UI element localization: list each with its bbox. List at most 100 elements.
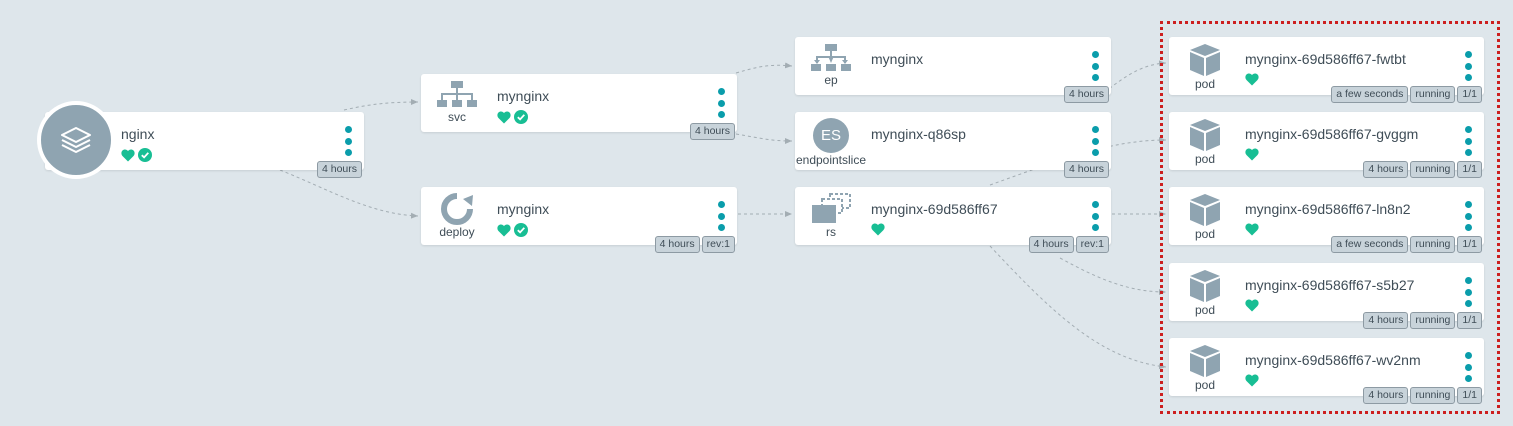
pod-node-fwtbt[interactable]: pod mynginx-69d586ff67-fwtbt a few secon… [1169, 37, 1484, 103]
synced-check-icon [514, 223, 528, 242]
node-menu-button[interactable] [1464, 201, 1472, 231]
application-layers-icon [37, 101, 115, 179]
deploy-node-mynginx[interactable]: deploy mynginx 4 hours rev:1 [421, 187, 737, 253]
pod-node-gvggm[interactable]: pod mynginx-69d586ff67-gvggm 4 hours run… [1169, 112, 1484, 178]
pod-cube-icon [1188, 43, 1222, 77]
node-kind: pod [1194, 77, 1216, 91]
age-tag: a few seconds [1331, 86, 1409, 103]
node-kind: pod [1194, 227, 1216, 241]
endpointslice-node-mynginx-q86sp[interactable]: ES endpointslice mynginx-q86sp 4 hours [795, 112, 1111, 178]
node-menu-button[interactable] [1464, 277, 1472, 307]
endpoint-hierarchy-icon [811, 43, 851, 73]
node-menu-button[interactable] [1464, 51, 1472, 81]
age-tag: a few seconds [1331, 236, 1409, 253]
node-icon: ES endpointslice [796, 118, 866, 166]
node-icon: pod [1177, 43, 1233, 91]
app-node-nginx[interactable]: nginx 4 hours [37, 101, 364, 179]
endpointslice-es-icon: ES [813, 118, 849, 153]
pod-node-ln8n2[interactable]: pod mynginx-69d586ff67-ln8n2 a few secon… [1169, 187, 1484, 253]
node-menu-button[interactable] [1091, 51, 1099, 81]
node-tags: 4 hours [689, 123, 735, 140]
revision-tag: rev:1 [1075, 236, 1109, 253]
node-tags: 4 hours rev:1 [1028, 236, 1109, 253]
pod-cube-icon [1188, 118, 1222, 152]
status-tag: running [1410, 161, 1456, 178]
replicaset-stack-icon [810, 193, 852, 225]
ready-tag: 1/1 [1457, 161, 1482, 178]
node-menu-button[interactable] [717, 88, 725, 118]
age-tag: 4 hours [316, 161, 362, 178]
node-name: mynginx [497, 201, 550, 217]
node-icon: ep [803, 43, 859, 91]
age-tag: 4 hours [1363, 312, 1409, 329]
healthy-heart-icon [1245, 374, 1259, 392]
edge-rs-pod4 [1059, 257, 1167, 295]
node-health [497, 223, 528, 242]
edge-app-svc [343, 99, 419, 111]
node-icon: pod [1177, 193, 1233, 241]
edge-svc-endpointslice [735, 133, 793, 144]
node-tags: 4 hours [316, 161, 362, 178]
status-tag: running [1410, 312, 1456, 329]
node-kind: ep [824, 73, 838, 87]
edge-rs-pod5 [989, 245, 1167, 370]
healthy-heart-icon [497, 223, 511, 242]
edge-svc-ep [735, 62, 793, 74]
node-menu-button[interactable] [1091, 201, 1099, 231]
node-tags: a few seconds running 1/1 [1331, 86, 1482, 103]
node-icon: svc [429, 80, 485, 128]
node-health [1245, 299, 1259, 317]
healthy-heart-icon [497, 110, 511, 129]
node-menu-button[interactable] [717, 201, 725, 231]
revision-tag: rev:1 [701, 236, 735, 253]
node-tags: 4 hours [1063, 161, 1109, 178]
node-icon: deploy [429, 193, 485, 241]
pod-node-wv2nm[interactable]: pod mynginx-69d586ff67-wv2nm 4 hours run… [1169, 338, 1484, 404]
node-health [497, 110, 528, 129]
node-icon: pod [1177, 269, 1233, 317]
healthy-heart-icon [121, 148, 135, 167]
svc-node-mynginx[interactable]: svc mynginx 4 hours [421, 74, 737, 140]
deploy-sync-icon [439, 193, 475, 225]
healthy-heart-icon [1245, 299, 1259, 317]
node-tags: 4 hours running 1/1 [1363, 312, 1482, 329]
node-icon: pod [1177, 344, 1233, 392]
node-tags: 4 hours running 1/1 [1363, 387, 1482, 404]
age-tag: 4 hours [1063, 161, 1109, 178]
node-name: mynginx-69d586ff67-gvggm [1245, 126, 1419, 142]
status-tag: running [1410, 387, 1456, 404]
node-kind: pod [1194, 152, 1216, 166]
node-name: mynginx-69d586ff67-ln8n2 [1245, 201, 1411, 217]
status-tag: running [1410, 86, 1456, 103]
status-tag: running [1410, 236, 1456, 253]
healthy-heart-icon [871, 223, 885, 241]
app-node-health [121, 148, 152, 167]
node-menu-button[interactable] [1464, 352, 1472, 382]
node-name: mynginx-q86sp [871, 126, 966, 142]
node-health [1245, 374, 1259, 392]
pod-node-s5b27[interactable]: pod mynginx-69d586ff67-s5b27 4 hours run… [1169, 263, 1484, 329]
node-kind: svc [448, 110, 466, 124]
age-tag: 4 hours [1363, 161, 1409, 178]
node-health [1245, 148, 1259, 166]
node-kind: rs [826, 225, 836, 239]
age-tag: 4 hours [1028, 236, 1074, 253]
age-tag: 4 hours [1063, 86, 1109, 103]
node-tags: 4 hours running 1/1 [1363, 161, 1482, 178]
node-menu-button[interactable] [1464, 126, 1472, 156]
pods-highlight-box [1160, 21, 1500, 414]
ready-tag: 1/1 [1457, 86, 1482, 103]
node-icon: pod [1177, 118, 1233, 166]
synced-check-icon [514, 110, 528, 129]
pod-cube-icon [1188, 344, 1222, 378]
synced-check-icon [138, 148, 152, 167]
node-menu-button[interactable] [1091, 126, 1099, 156]
node-menu-button[interactable] [344, 126, 352, 156]
node-name: mynginx-69d586ff67 [871, 201, 998, 217]
node-name: mynginx-69d586ff67-fwtbt [1245, 51, 1406, 67]
rs-node-mynginx-69d586ff67[interactable]: rs mynginx-69d586ff67 4 hours rev:1 [795, 187, 1111, 253]
healthy-heart-icon [1245, 73, 1259, 91]
ep-node-mynginx[interactable]: ep mynginx 4 hours [795, 37, 1111, 103]
node-name: mynginx-69d586ff67-s5b27 [1245, 277, 1415, 293]
node-tags: a few seconds running 1/1 [1331, 236, 1482, 253]
